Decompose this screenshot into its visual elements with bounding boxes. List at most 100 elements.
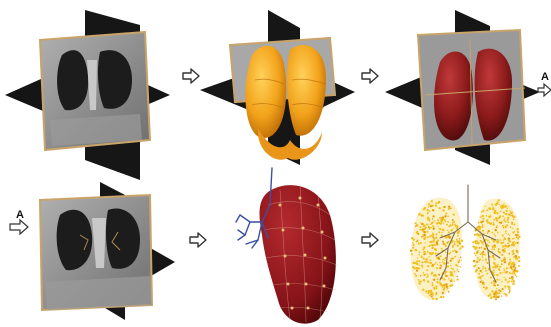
- particle: [502, 245, 504, 247]
- particle: [425, 258, 428, 261]
- arrow-a-top: [538, 84, 551, 96]
- particle: [502, 215, 504, 217]
- particle: [441, 222, 443, 224]
- particle: [437, 219, 439, 221]
- particle: [444, 206, 446, 208]
- particle: [423, 208, 425, 210]
- particle: [451, 279, 452, 280]
- particle: [441, 266, 442, 267]
- particle: [505, 230, 507, 232]
- particle: [429, 259, 431, 261]
- particle: [432, 218, 433, 219]
- particle: [481, 252, 483, 254]
- particle: [440, 217, 442, 219]
- particle: [478, 222, 480, 224]
- particle: [429, 220, 430, 221]
- particle: [433, 216, 435, 218]
- particle: [496, 288, 497, 289]
- particle: [501, 242, 503, 244]
- particle: [497, 296, 499, 298]
- particle: [429, 227, 431, 229]
- particle: [445, 213, 447, 215]
- particle: [474, 252, 476, 254]
- particle: [433, 240, 435, 242]
- particle: [429, 252, 431, 254]
- particle: [490, 222, 493, 225]
- particle: [514, 273, 515, 274]
- particle: [484, 248, 486, 250]
- particle: [508, 234, 510, 236]
- particle: [515, 274, 517, 276]
- particle: [515, 258, 517, 260]
- particle: [455, 264, 457, 266]
- marker-a-top: A: [541, 71, 549, 83]
- particle: [508, 281, 510, 283]
- right-lung-yellow: [287, 45, 326, 136]
- particle: [418, 214, 419, 215]
- particle: [431, 284, 433, 286]
- particle: [442, 241, 444, 243]
- particle: [475, 270, 477, 272]
- particle: [418, 279, 420, 281]
- particle: [423, 258, 425, 260]
- particle: [503, 260, 505, 262]
- particle: [420, 275, 422, 277]
- particle: [439, 207, 441, 209]
- particle: [516, 276, 517, 277]
- particle: [422, 262, 423, 263]
- particle: [435, 253, 436, 254]
- particle: [423, 274, 425, 276]
- particle: [450, 229, 452, 231]
- particle: [423, 279, 426, 282]
- particle: [485, 270, 487, 272]
- particle: [450, 260, 452, 262]
- particle: [442, 216, 444, 218]
- particle: [491, 290, 493, 292]
- particle: [416, 270, 418, 272]
- particle: [435, 293, 437, 295]
- particle: [411, 237, 413, 239]
- particle: [450, 271, 453, 274]
- particle: [482, 222, 483, 223]
- particle: [447, 262, 449, 264]
- particle: [485, 206, 486, 207]
- particle: [426, 269, 428, 271]
- particle: [416, 263, 419, 266]
- particle: [426, 276, 428, 278]
- particle: [427, 231, 429, 233]
- particle: [510, 266, 512, 268]
- particle: [448, 291, 450, 293]
- particle: [499, 269, 501, 271]
- particle: [436, 222, 438, 224]
- particle: [457, 265, 458, 266]
- particle: [504, 221, 506, 223]
- particle: [509, 253, 511, 255]
- particle: [505, 206, 507, 208]
- particle: [412, 247, 414, 249]
- particle: [437, 278, 439, 280]
- particle: [434, 244, 436, 246]
- particle: [492, 232, 494, 234]
- particle: [442, 261, 444, 263]
- particle: [446, 224, 448, 226]
- particle: [451, 267, 453, 269]
- particle: [485, 258, 487, 260]
- particle: [420, 280, 422, 282]
- particle: [418, 243, 420, 245]
- particle: [517, 234, 519, 236]
- particle: [458, 271, 460, 273]
- particle: [453, 214, 455, 216]
- particle: [513, 238, 514, 239]
- particle: [447, 221, 449, 223]
- particle: [513, 269, 516, 272]
- particle: [438, 228, 439, 229]
- left-lung-ct: [57, 50, 88, 110]
- arrow-step5-to-step6: [362, 233, 378, 247]
- particle: [497, 241, 500, 244]
- particle: [430, 224, 431, 225]
- particle: [493, 297, 494, 298]
- arrow-step2-to-step3: [362, 69, 378, 83]
- particle: [460, 267, 461, 268]
- particle: [433, 228, 435, 230]
- particle: [427, 212, 429, 214]
